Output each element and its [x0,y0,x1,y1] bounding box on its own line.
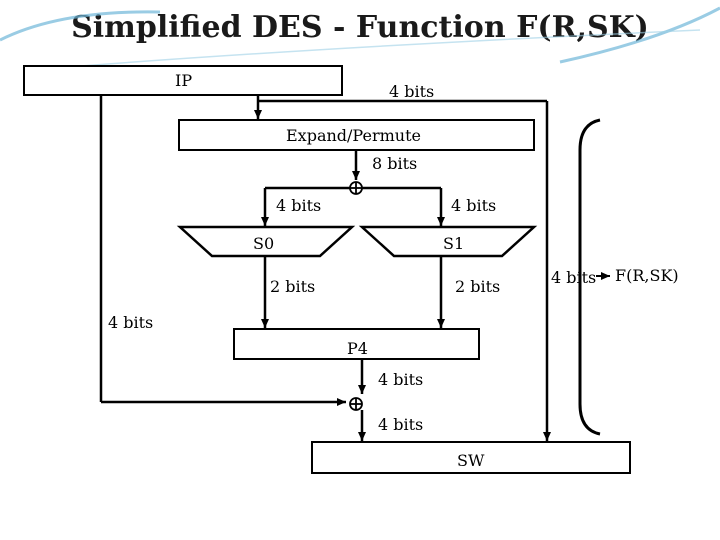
s0-label: S0 [253,234,275,253]
expand-permute-box: Expand/Permute [178,119,535,151]
ip-out-label: 4 bits [389,82,435,101]
ip-box: IP [23,65,343,96]
s0-out-label: 2 bits [270,277,316,296]
f-bracket [578,118,601,436]
bypass-label: 4 bits [108,313,154,332]
xor-out-label: 4 bits [378,415,424,434]
expand-out-label: 8 bits [372,154,418,173]
s1-out-label: 2 bits [455,277,501,296]
right-in-label: 4 bits [451,196,497,215]
title-underline [29,29,701,71]
sw-box: SW [311,441,631,474]
f-out-label: 4 bits [551,268,597,287]
expand-label: Expand/Permute [286,126,421,145]
s0-box [176,225,356,258]
left-in-label: 4 bits [276,196,322,215]
f-name-label: F(R,SK) [615,266,679,285]
page-title: Simplified DES - Function F(R,SK) [71,10,649,45]
title-swoosh-right [559,6,720,64]
p4-label: P4 [347,339,368,358]
p4-out-label: 4 bits [378,370,424,389]
s1-box [358,225,538,258]
sw-label: SW [457,451,485,470]
s1-label: S1 [443,234,465,253]
title-swoosh-left [0,10,161,42]
p4-box: P4 [233,328,480,360]
ip-label: IP [175,71,193,90]
